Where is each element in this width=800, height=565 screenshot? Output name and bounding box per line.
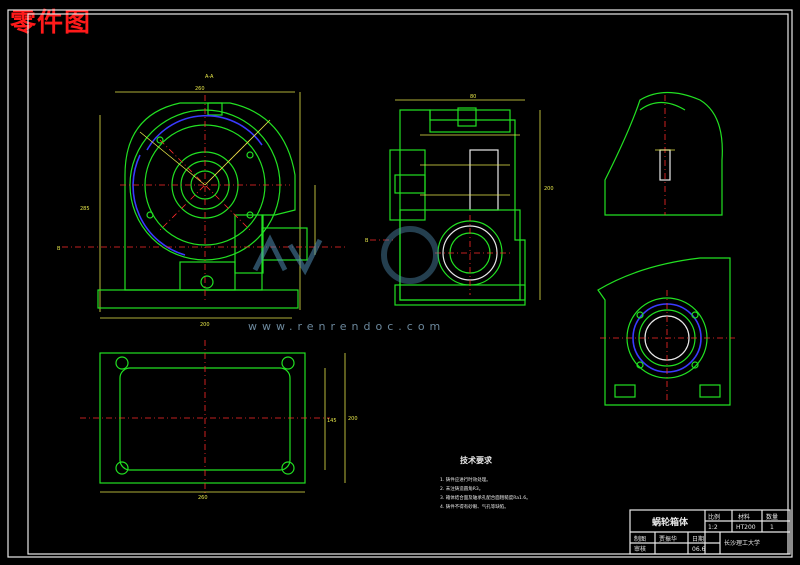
- material-label: 材料: [738, 513, 750, 521]
- title-block: 蜗轮箱体 比例 1:2 材料 HT200 数量 1 制图 贾振华 日期 06.6…: [629, 509, 791, 555]
- dim-plate-inner: 145: [327, 418, 337, 424]
- drawn-label: 制图: [634, 535, 646, 543]
- dim-mid-right: 200: [544, 186, 554, 192]
- drawing-type-title: 零件图: [10, 8, 92, 38]
- check-label: 审核: [634, 545, 646, 553]
- part-name: 蜗轮箱体: [652, 516, 689, 528]
- watermark: www.renrendoc.com: [248, 226, 445, 333]
- section-mark-b-left: B: [57, 246, 61, 252]
- view-label-a-a: A-A: [205, 74, 214, 80]
- dim-left-bottom: 200: [200, 322, 210, 328]
- tech-note-1: 1. 铸件应进行时效处理。: [440, 476, 491, 483]
- top-right-view: [604, 91, 723, 216]
- scale-label: 比例: [708, 513, 720, 521]
- base-plate-view: 260 200 145: [80, 340, 358, 501]
- school-name: 长沙理工大学: [724, 539, 760, 547]
- material-value: HT200: [736, 524, 756, 531]
- drawn-name: 贾振华: [659, 535, 677, 543]
- dim-left-top: 260: [195, 86, 205, 92]
- side-section-view: 80 200 B: [365, 94, 554, 306]
- section-mark-b-mid: B: [365, 238, 369, 244]
- tech-note-4: 4. 铸件不得有砂眼、气孔等缺陷。: [440, 503, 509, 510]
- date-label: 日期: [692, 535, 704, 543]
- tech-note-3: 3. 箱体结合面及轴承孔配合面粗糙度Ra1.6。: [440, 494, 531, 501]
- dim-plate-width: 260: [198, 495, 208, 501]
- inner-frame: [27, 13, 789, 555]
- flange-view: [597, 257, 735, 406]
- dim-mid-top: 80: [470, 94, 476, 100]
- dim-left-height: 285: [80, 206, 90, 212]
- qty-value: 1: [770, 524, 774, 531]
- tech-note-2: 2. 未注铸造圆角R3。: [440, 485, 483, 492]
- technical-requirements: 技术要求 1. 铸件应进行时效处理。 2. 未注铸造圆角R3。 3. 箱体结合面…: [440, 455, 531, 510]
- qty-label: 数量: [766, 513, 778, 521]
- watermark-url: www.renrendoc.com: [248, 320, 445, 333]
- dim-plate-height: 200: [348, 416, 358, 422]
- outer-frame: [7, 9, 793, 558]
- tech-title: 技术要求: [460, 455, 493, 465]
- date-value: 06.6: [692, 546, 706, 553]
- front-section-view: A-A 260 285 200: [57, 74, 345, 328]
- scale-value: 1:2: [708, 524, 718, 531]
